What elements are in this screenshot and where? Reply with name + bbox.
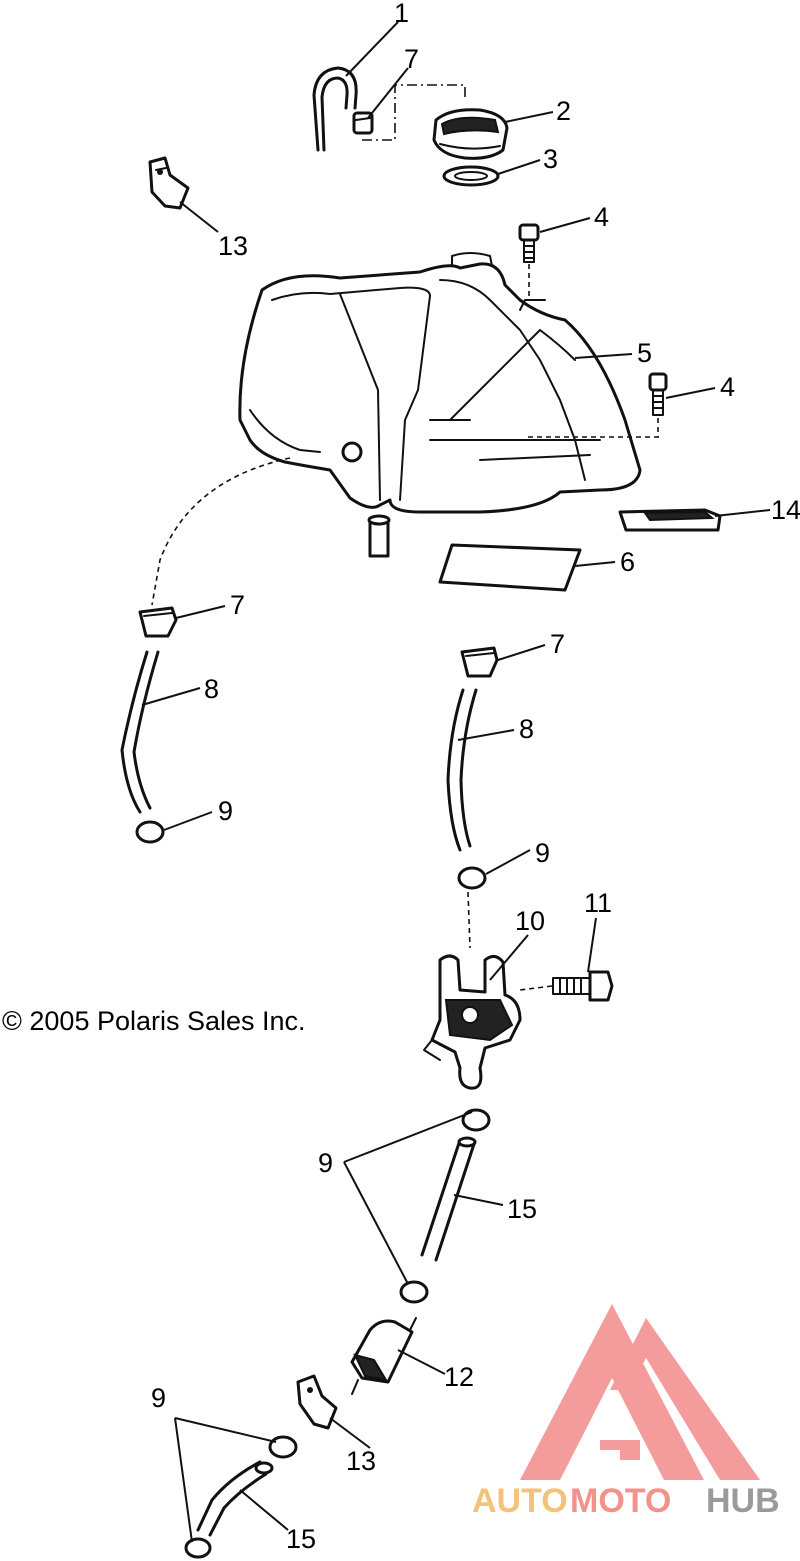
- callout-9-left: 9: [218, 796, 233, 826]
- part-8-hose-right: [446, 688, 478, 852]
- part-9-clip-bottom-top: [268, 1435, 298, 1459]
- watermark-auto: AUTO: [472, 1482, 568, 1520]
- part-1-vent-hose: [312, 66, 358, 152]
- callout-14: 14: [771, 495, 800, 525]
- part-12-fuel-filter: [350, 1317, 417, 1395]
- part-9-clip-mid-bottom: [399, 1280, 429, 1304]
- part-9-clip-right: [457, 866, 487, 890]
- part-8-hose-left: [120, 650, 160, 814]
- callout-8-left: 8: [204, 674, 219, 704]
- part-15-hose-bottom: [196, 1460, 274, 1537]
- copyright-notice: © 2005 Polaris Sales Inc.: [2, 1006, 306, 1036]
- callout-7-top: 7: [404, 44, 419, 74]
- part-15-hose-mid: [420, 1136, 477, 1262]
- callout-5: 5: [637, 338, 652, 368]
- watermark-logo: [520, 1304, 760, 1480]
- callout-13-bottom: 13: [346, 1446, 376, 1476]
- callout-15-mid: 15: [507, 1194, 537, 1224]
- part-9-clip-left: [135, 820, 165, 844]
- callout-1: 1: [394, 0, 409, 28]
- callout-7-right: 7: [550, 629, 565, 659]
- part-10-fuel-valve: [423, 954, 522, 1090]
- part-4-screw-top: [518, 223, 540, 263]
- callout-13-top: 13: [218, 231, 248, 261]
- callout-4-top: 4: [594, 202, 609, 232]
- part-6-decal: [438, 543, 582, 592]
- callout-9-mid: 9: [318, 1148, 333, 1178]
- callout-8-right: 8: [519, 714, 534, 744]
- callout-15-bottom: 15: [286, 1524, 316, 1554]
- watermark-moto: MOTO: [570, 1482, 671, 1520]
- watermark-wordmark: AUTO MOTO HUB: [472, 1482, 780, 1520]
- callout-labels: 1 7 2 3 4 13 5 4 14 6 7 7 8 8 9 9 11 10 …: [151, 0, 800, 1554]
- callout-9-right: 9: [535, 838, 550, 868]
- part-9-clip-mid-top: [461, 1108, 491, 1132]
- logo-triangle-icon: [520, 1304, 704, 1480]
- callout-6: 6: [620, 547, 635, 577]
- watermark-hub: HUB: [706, 1482, 780, 1520]
- part-11-bolt: [552, 970, 614, 1002]
- part-14-pad: [618, 508, 722, 532]
- callout-9-bottom: 9: [151, 1383, 166, 1413]
- callout-10: 10: [515, 906, 545, 936]
- part-5-fuel-tank: [238, 252, 642, 514]
- part-7-clamp-right: [460, 646, 499, 678]
- part-4-screw-right: [648, 372, 668, 416]
- part-2-fuel-cap: [432, 108, 509, 160]
- part-3-gasket: [442, 165, 500, 187]
- leader-lines: [141, 21, 771, 1543]
- callout-4-right: 4: [720, 372, 735, 402]
- callout-12: 12: [444, 1362, 474, 1392]
- part-9-clip-bottom-bottom: [184, 1537, 212, 1559]
- callout-7-left: 7: [230, 590, 245, 620]
- part-13-clamp-top: [148, 156, 190, 210]
- callout-2: 2: [556, 96, 571, 126]
- part-13-clamp-bottom: [296, 1374, 338, 1430]
- tank-outlet: [367, 514, 391, 558]
- part-7-clamp-top: [352, 111, 374, 135]
- callout-3: 3: [543, 144, 558, 174]
- callout-11: 11: [584, 888, 612, 918]
- part-7-clamp-left: [138, 606, 178, 638]
